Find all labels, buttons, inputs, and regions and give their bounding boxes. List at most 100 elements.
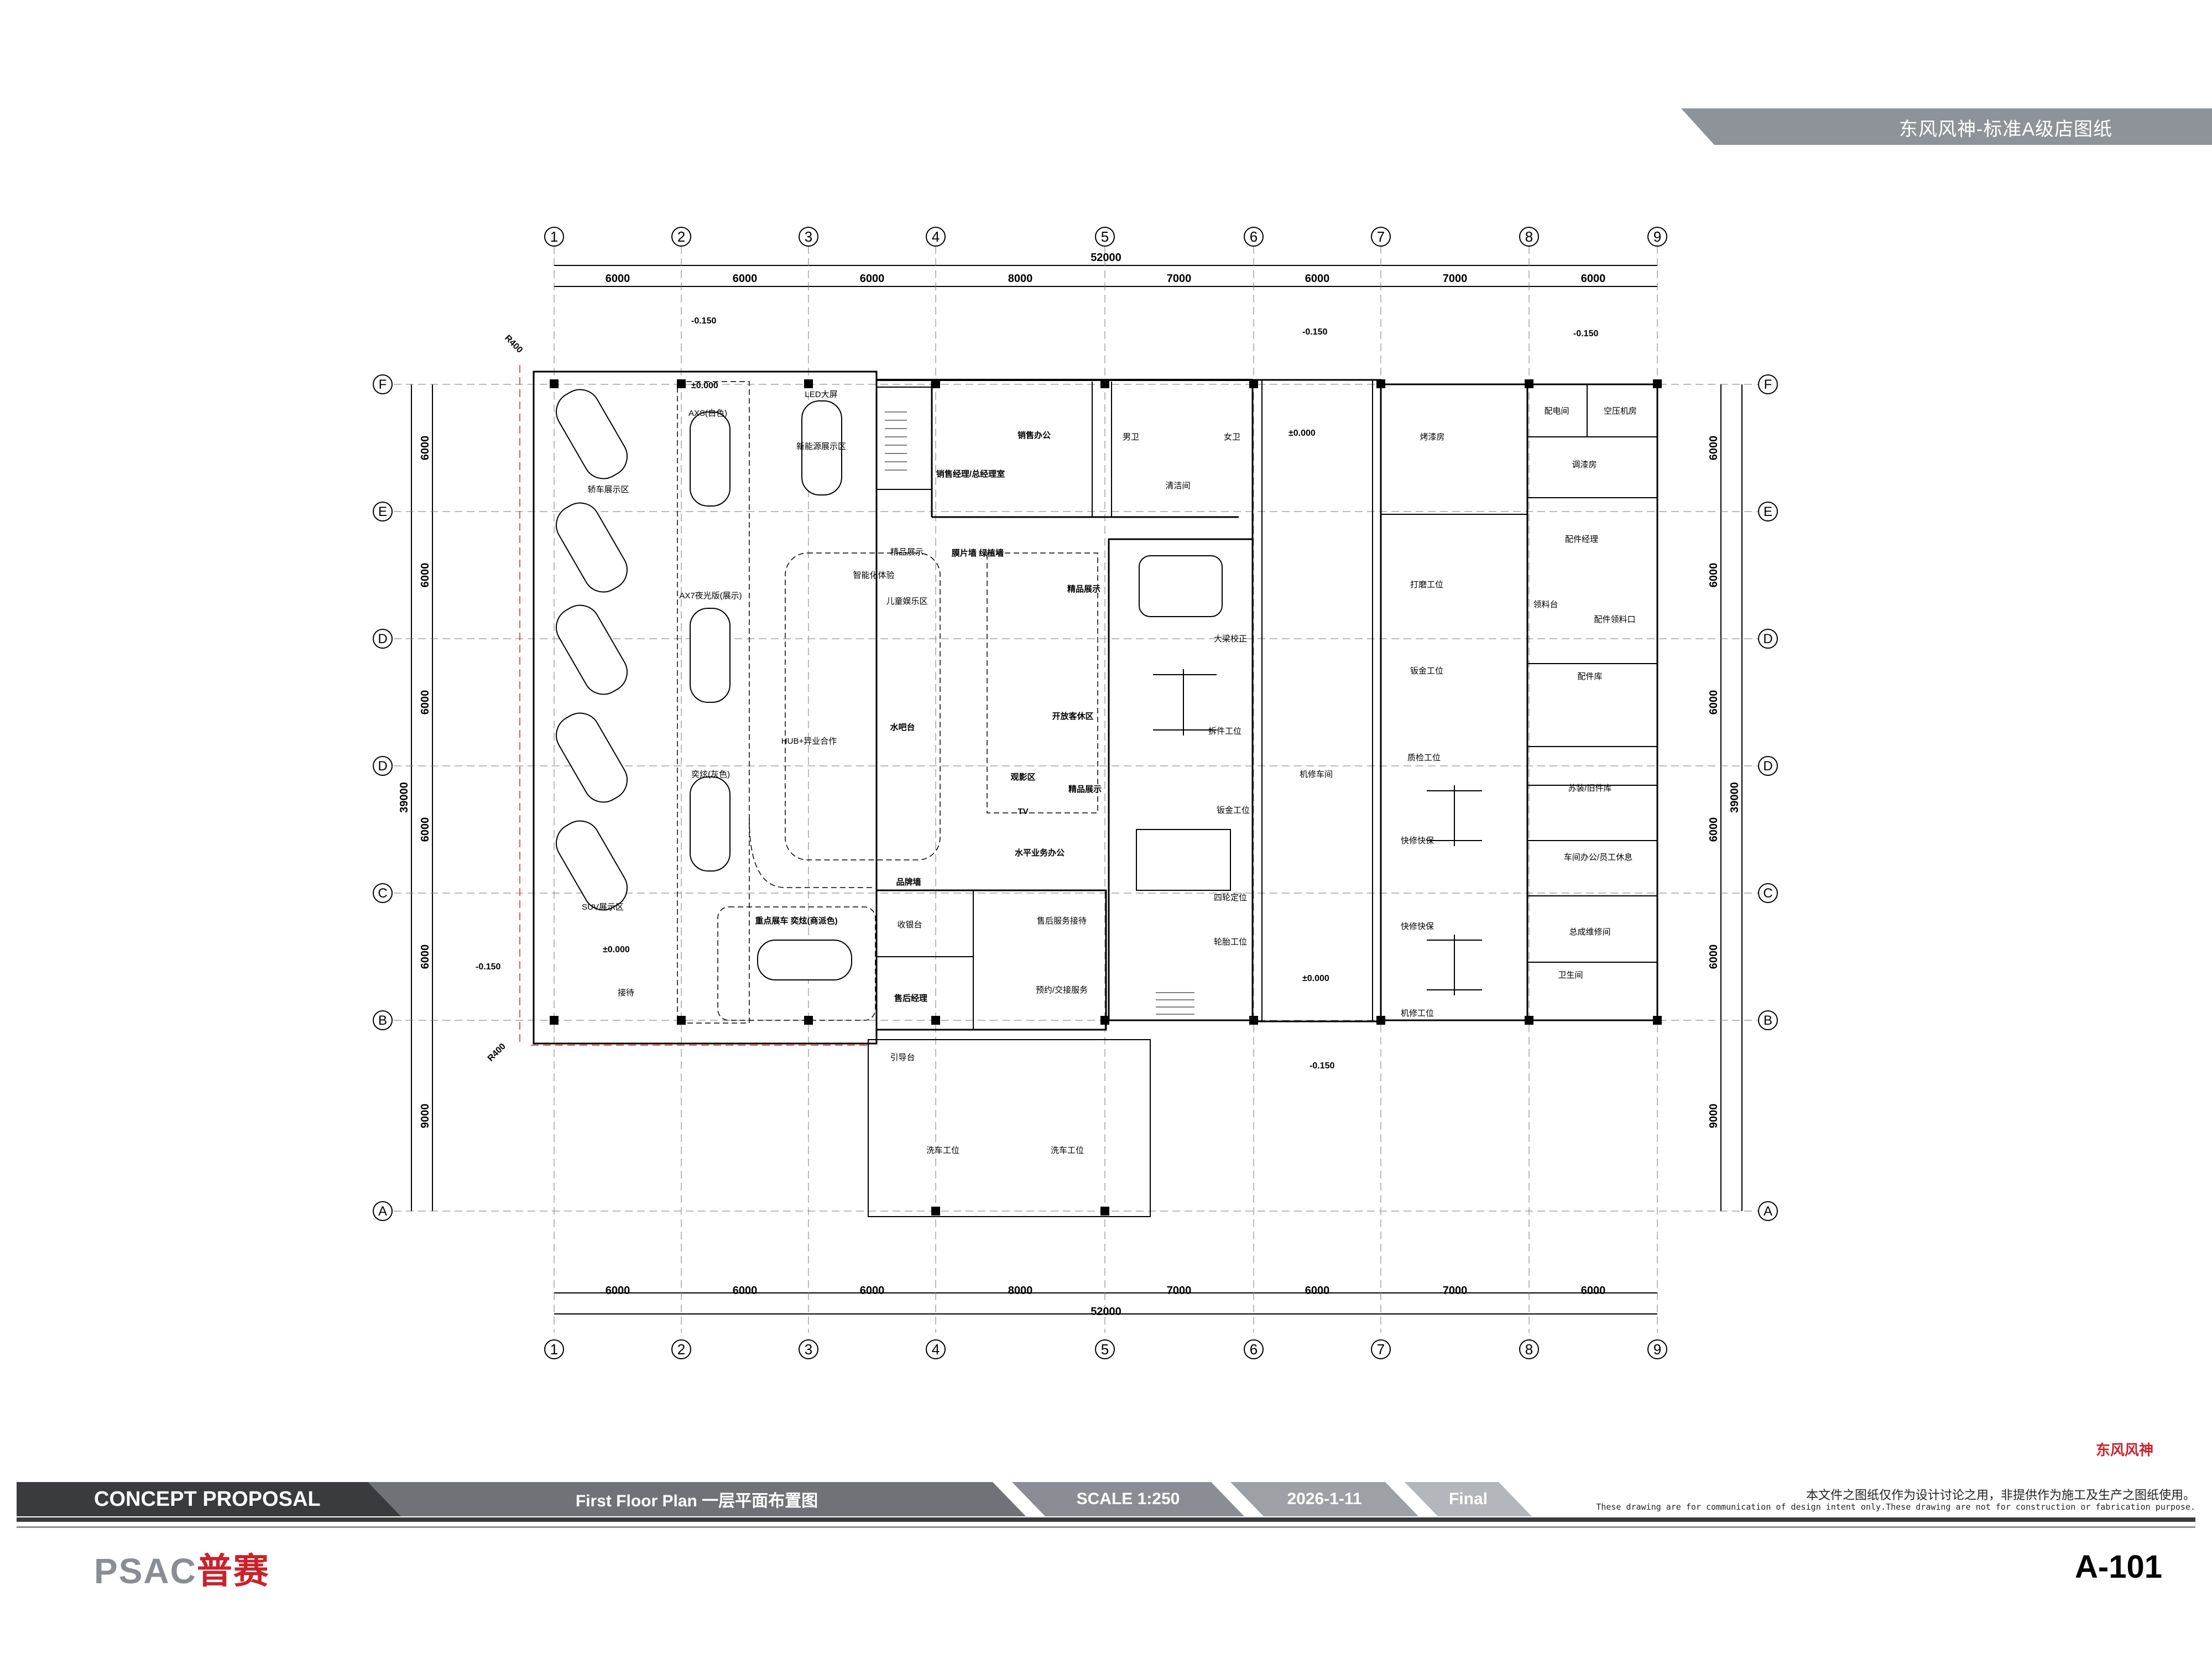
dim-text: 6000 xyxy=(1581,273,1606,285)
dim-text: 6000 xyxy=(1708,436,1720,461)
room-label: 精品展示 xyxy=(1068,784,1102,794)
svg-text:7: 7 xyxy=(1377,228,1385,245)
room-label: 智能化体验 xyxy=(853,570,894,580)
level-marker: -0.150 xyxy=(1302,327,1327,337)
room-label: 轮胎工位 xyxy=(1214,937,1247,947)
svg-text:D: D xyxy=(378,632,387,646)
room-label: 总成维修间 xyxy=(1569,927,1610,937)
total-height-left: 39000 xyxy=(398,782,410,813)
drawing-date: 2026-1-11 xyxy=(1230,1482,1418,1516)
logo-text: PSAC xyxy=(94,1551,197,1591)
room-label: 配件领料口 xyxy=(1594,615,1635,624)
room-label: HUB+异业合作 xyxy=(781,737,837,746)
grid-bubble: 1 xyxy=(544,227,564,247)
dim-text: 6000 xyxy=(733,1285,758,1297)
room-label: 钣金工位 xyxy=(1217,806,1250,815)
room-label: 男卫 xyxy=(1123,432,1139,442)
grid-bubble: 4 xyxy=(926,227,946,247)
svg-text:9: 9 xyxy=(1653,228,1661,245)
dim-text: 6000 xyxy=(419,436,431,461)
brand-name-red: 东风风神 xyxy=(2096,1442,2154,1458)
grid-bubble: E xyxy=(373,502,393,521)
grid-bubbles-bottom: 1 2 3 4 5 6 7 8 9 xyxy=(544,1339,1667,1359)
room-label: 质检工位 xyxy=(1407,753,1441,763)
room-label: 儿童娱乐区 xyxy=(886,596,927,606)
svg-text:4: 4 xyxy=(932,228,940,245)
concept-proposal-label: CONCEPT PROPOSAL xyxy=(17,1482,404,1516)
svg-text:D: D xyxy=(1763,759,1772,774)
room-label: 钣金工位 xyxy=(1410,666,1443,676)
svg-text:B: B xyxy=(378,1013,387,1028)
property-line xyxy=(519,365,871,1046)
room-label: 水平业务办公 xyxy=(1015,848,1065,858)
room-label: 配件经理 xyxy=(1565,535,1598,544)
company-logo: PSAC普赛 xyxy=(94,1543,270,1594)
grid-bubble: D xyxy=(1758,756,1778,776)
grid-bubble: D xyxy=(373,756,393,776)
room-label: 快修快保 xyxy=(1401,922,1434,931)
grid-bubble: D xyxy=(373,629,393,649)
svg-text:6: 6 xyxy=(1250,1341,1258,1358)
grid-bubbles-left: F E D D C B A xyxy=(373,374,393,1221)
level-marker: ±0.000 xyxy=(1288,429,1316,438)
svg-text:A: A xyxy=(378,1204,387,1219)
room-label: 轿车展示区 xyxy=(587,485,629,494)
footer-rule xyxy=(17,1517,2195,1522)
dim-text: 7000 xyxy=(1167,1285,1192,1297)
stair-hatch xyxy=(885,411,1194,1015)
dim-text: 6000 xyxy=(606,273,630,285)
grid-bubble: 1 xyxy=(544,1339,564,1359)
dim-text: 8000 xyxy=(1008,273,1033,285)
room-label: 打磨工位 xyxy=(1410,580,1443,589)
total-width-top: 52000 xyxy=(1091,252,1121,264)
room-label: 品牌墙 xyxy=(896,877,921,887)
grid-bubbles-right: F E D D C B A xyxy=(1758,374,1778,1221)
dimension-text-left: 6000 6000 6000 6000 6000 9000 39000 xyxy=(398,436,431,1129)
radius-marker: R400 xyxy=(503,333,524,355)
project-title: 东风风神-标准A级店图纸 xyxy=(1899,119,2112,140)
grid-bubble: B xyxy=(1758,1010,1778,1030)
svg-text:3: 3 xyxy=(805,228,812,245)
level-marker: ±0.000 xyxy=(1302,974,1329,983)
dim-text: 6000 xyxy=(419,563,431,588)
grid-bubble: 8 xyxy=(1519,1339,1539,1359)
room-label: 接待 xyxy=(618,988,634,998)
level-marker: -0.150 xyxy=(691,316,716,326)
svg-text:E: E xyxy=(1764,504,1772,519)
level-marker: -0.150 xyxy=(476,962,500,972)
room-label: 销售经理/总经理室 xyxy=(936,469,1005,479)
room-label: 领料台 xyxy=(1533,600,1558,609)
svg-text:4: 4 xyxy=(932,1341,940,1358)
logo-cn-text: 普赛 xyxy=(196,1551,270,1591)
grid-column-lines xyxy=(554,246,1658,1333)
dim-text: 6000 xyxy=(1708,945,1720,969)
dim-text: 6000 xyxy=(606,1285,630,1297)
dim-text: 9000 xyxy=(419,1104,431,1129)
room-label: AXS(白色) xyxy=(688,409,727,418)
room-label: 女卫 xyxy=(1224,432,1240,442)
display-cars xyxy=(556,389,852,980)
room-label: TV xyxy=(1018,807,1028,816)
grid-bubble: 3 xyxy=(799,1339,818,1359)
room-label: 膜片墙 绿植墙 xyxy=(952,548,1004,558)
level-marker: ±0.000 xyxy=(603,945,630,954)
disclaimer-en: These drawing are for communication of d… xyxy=(1596,1502,2195,1512)
room-label: 售后经理 xyxy=(894,993,927,1003)
room-label: 水吧台 xyxy=(890,722,915,732)
dimension-lines xyxy=(411,265,1743,1314)
dim-text: 6000 xyxy=(1708,690,1720,715)
room-label: 调漆房 xyxy=(1572,460,1597,469)
room-label: 大梁校正 xyxy=(1214,634,1247,644)
svg-text:B: B xyxy=(1764,1013,1772,1028)
dim-text: 7000 xyxy=(1443,273,1468,285)
grid-bubble: D xyxy=(1758,629,1778,649)
room-label: 洗车工位 xyxy=(926,1146,959,1155)
room-label: 拆件工位 xyxy=(1208,727,1241,736)
dim-text: 6000 xyxy=(733,273,758,285)
sheet-number: A-101 xyxy=(2075,1549,2162,1585)
room-label: 观影区 xyxy=(1010,773,1035,782)
dim-text: 6000 xyxy=(1305,273,1330,285)
disclaimer-cn: 本文件之图纸仅作为设计讨论之用，非提供作为施工及生产之图纸使用。 xyxy=(1806,1488,2195,1502)
room-label: 重点展车 奕炫(商派色) xyxy=(755,916,837,926)
grid-bubble: 6 xyxy=(1244,1339,1264,1359)
